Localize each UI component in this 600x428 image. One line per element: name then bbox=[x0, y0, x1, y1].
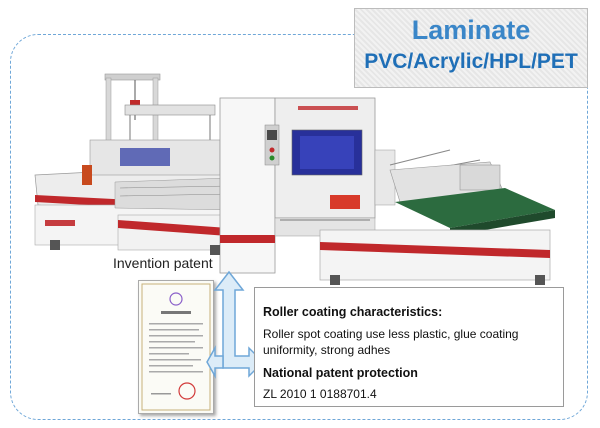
badge-subtitle: PVC/Acrylic/HPL/PET bbox=[364, 50, 578, 73]
roller-coating-info-box: Roller coating characteristics: Roller s… bbox=[254, 287, 564, 407]
roller-coating-heading: Roller coating characteristics: bbox=[263, 305, 443, 319]
dotted-frame bbox=[10, 34, 588, 420]
invention-patent-label: Invention patent bbox=[113, 255, 213, 271]
patent-protection-heading: National patent protection bbox=[263, 366, 418, 380]
patent-number: ZL 2010 1 0188701.4 bbox=[263, 387, 377, 401]
laminating-machine-image bbox=[34, 73, 555, 285]
badge-title: Laminate bbox=[411, 15, 531, 45]
laminate-badge: Laminate PVC/Acrylic/HPL/PET bbox=[354, 8, 588, 88]
patent-certificate-image bbox=[138, 280, 214, 414]
roller-coating-text: Roller spot coating use less plastic, gl… bbox=[263, 327, 519, 357]
